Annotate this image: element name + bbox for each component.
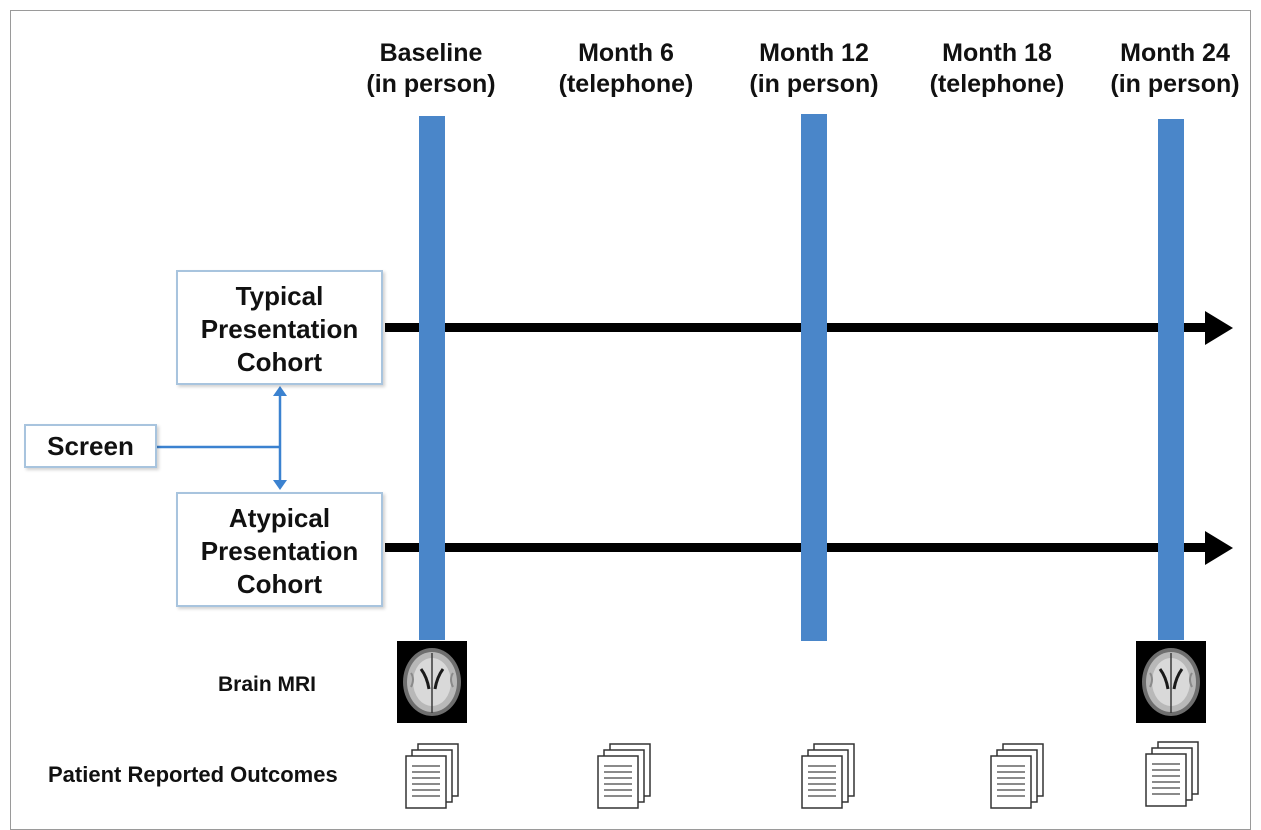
typical-timeline-arrowhead-icon: [1205, 311, 1233, 345]
cohort-label: Typical: [235, 281, 324, 311]
document-stack-icon: [801, 743, 855, 809]
timepoint-label: Month 6: [578, 39, 674, 67]
timepoint-mode: (telephone): [929, 70, 1065, 98]
figure-frame: [10, 10, 1251, 830]
visit-bar-month-12: [801, 114, 827, 641]
timepoint-label: Baseline: [379, 39, 483, 67]
patient-reported-outcomes-label: Patient Reported Outcomes: [48, 762, 338, 787]
visit-bar-baseline: [419, 116, 445, 640]
visit-bar-month-24: [1158, 119, 1184, 640]
timepoint-label: Month 24: [1120, 39, 1230, 67]
atypical-cohort-box: Atypical Presentation Cohort: [176, 492, 383, 607]
atypical-timeline-arrowhead-icon: [1205, 531, 1233, 565]
timepoint-mode: (telephone): [558, 70, 694, 98]
timepoint-label: Month 18: [942, 39, 1052, 67]
screen-connector-icon: [154, 386, 287, 490]
cohort-label: Presentation: [200, 536, 359, 566]
timepoint-mode: (in person): [749, 70, 879, 98]
cohort-label: Cohort: [236, 347, 323, 377]
cohort-label: Atypical: [228, 503, 331, 533]
timepoint-baseline: Baseline (in person): [346, 38, 516, 100]
timepoint-mode: (in person): [366, 70, 496, 98]
atypical-timeline-line: [385, 543, 1211, 552]
timepoint-mode: (in person): [1110, 70, 1240, 98]
typical-cohort-box: Typical Presentation Cohort: [176, 270, 383, 385]
typical-timeline-line: [385, 323, 1211, 332]
document-stack-icon: [1145, 741, 1199, 807]
timepoint-label: Month 12: [759, 39, 869, 67]
timepoint-month-24: Month 24 (in person): [1090, 38, 1260, 100]
cohort-label: Presentation: [200, 314, 359, 344]
timepoint-month-18: Month 18 (telephone): [912, 38, 1082, 100]
document-stack-icon: [405, 743, 459, 809]
timepoint-month-12: Month 12 (in person): [729, 38, 899, 100]
timepoint-month-6: Month 6 (telephone): [541, 38, 711, 100]
brain-mri-icon: [1136, 641, 1206, 723]
brain-mri-label: Brain MRI: [218, 673, 317, 696]
brain-mri-icon: [397, 641, 467, 723]
screen-box: Screen: [24, 424, 157, 468]
document-stack-icon: [597, 743, 651, 809]
document-stack-icon: [990, 743, 1044, 809]
cohort-label: Cohort: [236, 569, 323, 599]
